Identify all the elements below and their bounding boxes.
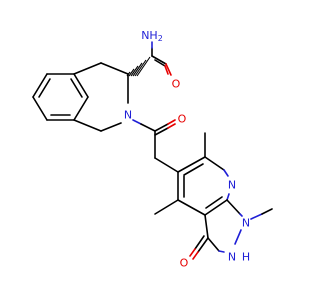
pyridine-n-label: N [228,179,236,192]
pyrazole-n1-label: N [242,217,250,230]
pyrazole-nh-h-label: H [242,251,250,264]
amide-o-label: O [172,78,181,91]
structure-diagram: NH2 O N O N [32,29,273,270]
carboxamide-group [151,41,172,76]
stereo-hash-bond [126,56,151,77]
amide-n-label: NH2 [141,29,163,43]
pyrazole-nh-label: N [228,251,236,264]
tetrahydro-ring [73,62,129,132]
acyl-linker [132,119,179,173]
benzene-ring [32,73,89,121]
ring-n-label: N [124,109,132,122]
pyrazolone-o-label: O [180,257,189,270]
pyrazolone-ring [189,199,273,260]
pyridine-ring [154,132,230,216]
acyl-o-label: O [178,113,187,126]
